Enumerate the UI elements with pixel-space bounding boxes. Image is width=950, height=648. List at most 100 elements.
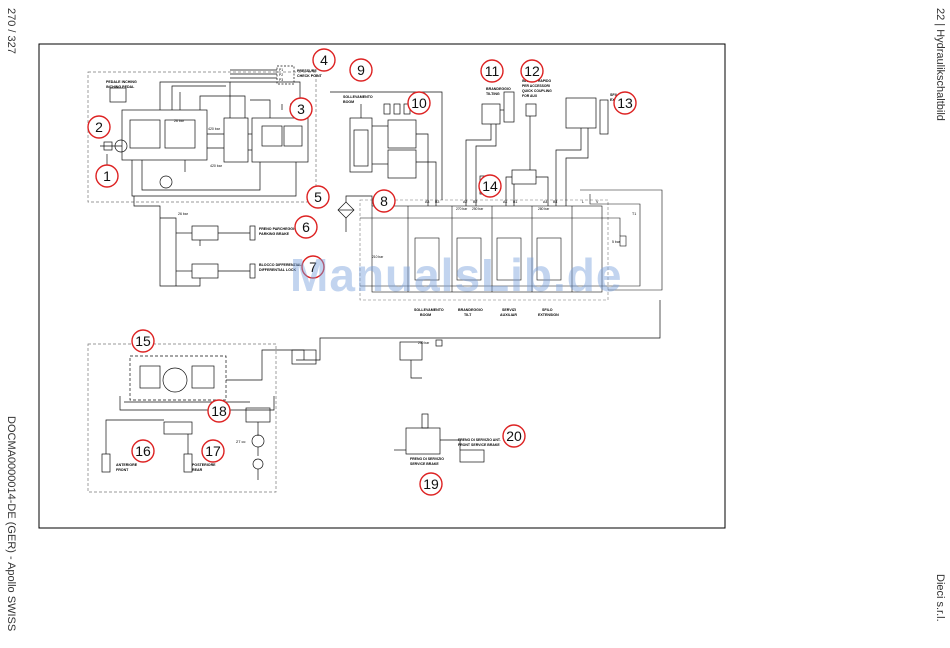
sec-ext-1: SFILO xyxy=(542,308,553,312)
sec-aux-1: SERVIZI xyxy=(502,308,516,312)
check-port-2: P2 xyxy=(279,73,283,77)
pedal-label-1: PEDALE INCHING xyxy=(106,80,137,84)
callout-circle-16 xyxy=(131,439,155,463)
sec-tilt-1: BRANDEGGIO xyxy=(458,308,483,312)
callout-number-2: 2 xyxy=(95,119,103,135)
callout-circle-18 xyxy=(207,399,231,423)
callout-number-13: 13 xyxy=(617,95,633,111)
callout-number-19: 19 xyxy=(423,476,439,492)
port-L: L xyxy=(582,200,584,204)
service-brake-1: FRENO DI SERVIZIO xyxy=(410,457,444,461)
parking-label-2: PARKING BRAKE xyxy=(259,232,290,236)
rear-axle-1: POSTERIORE xyxy=(192,463,216,467)
port-A2: A2 xyxy=(463,200,467,204)
front-axle-2: FRONT xyxy=(116,468,129,472)
sec-boom-1: SOLLEVAMENTO xyxy=(414,308,444,312)
check-port-1: P1 xyxy=(279,68,283,72)
pressure-210: 210 bar xyxy=(372,255,384,259)
main-control-valve xyxy=(359,189,663,301)
difflock-label-2: DIFFERENTIAL LOCK xyxy=(259,268,296,272)
inching-valve xyxy=(109,87,127,103)
boom-lift-label-2: BOOM xyxy=(343,100,354,104)
pressure-label-1: PRESSURE xyxy=(297,69,317,73)
callout-circle-3 xyxy=(289,97,313,121)
callout-circle-6 xyxy=(294,215,318,239)
port-A3: A3 xyxy=(425,200,429,204)
pressure-26: 26 bar xyxy=(174,119,185,123)
callout-number-4: 4 xyxy=(320,52,328,68)
callout-circle-2 xyxy=(87,115,111,139)
front-axle-1: ANTERIORE xyxy=(116,463,138,467)
boom-lift-block xyxy=(330,91,443,206)
aux-block xyxy=(505,103,549,206)
callout-number-12: 12 xyxy=(524,63,540,79)
filter-block xyxy=(337,195,373,232)
pressure-200: 200 bar xyxy=(418,341,430,345)
rear-axle-2: REAR xyxy=(192,468,203,472)
pressure-5: 5 bar xyxy=(612,240,621,244)
boom-lift-label-1: SOLLEVAMENTO xyxy=(343,95,373,99)
port-T1: T1 xyxy=(632,212,636,216)
drive-block xyxy=(87,71,317,203)
port-B1: B1 xyxy=(513,200,517,204)
brake-difflock-block xyxy=(133,196,256,287)
callout-circle-13 xyxy=(613,91,637,115)
callout-number-6: 6 xyxy=(302,219,310,235)
steering-block xyxy=(87,300,661,493)
service-brake-2: SERVICE BRAKE xyxy=(410,462,439,466)
check-port-3: P3 xyxy=(279,78,283,82)
port-A1: A1 xyxy=(503,200,507,204)
callout-number-16: 16 xyxy=(135,443,151,459)
callout-circle-12 xyxy=(520,59,544,83)
port-A4: A4 xyxy=(543,200,547,204)
pressure-420: 420 bar xyxy=(208,127,221,131)
pressure-250: 250 bar xyxy=(472,207,484,211)
callout-number-8: 8 xyxy=(380,193,388,209)
callout-circle-11 xyxy=(480,59,504,83)
callout-number-15: 15 xyxy=(135,333,151,349)
pressure-280: 280 bar xyxy=(538,207,550,211)
tilt-label-1: BRANDEGGIO xyxy=(486,87,511,91)
callout-circle-10 xyxy=(407,91,431,115)
ext-label-1: SFILO xyxy=(610,93,621,97)
callout-number-20: 20 xyxy=(506,428,522,444)
aux-label-2: PER ACCESSORI xyxy=(522,84,550,88)
front-service-brake-2: FRONT SERVICE BRAKE xyxy=(458,443,500,447)
callout-number-9: 9 xyxy=(357,62,365,78)
pedal-label-2: INCHING PEDAL xyxy=(106,85,135,89)
drive-dashed-frame xyxy=(87,71,317,203)
callout-number-11: 11 xyxy=(485,63,500,79)
callout-circle-19 xyxy=(419,472,443,496)
port-V: V xyxy=(596,200,599,204)
diagram-frame xyxy=(38,43,726,529)
pressure-420-b: 420 bar xyxy=(210,164,223,168)
tilt-label-2: TILTING xyxy=(486,92,500,96)
callout-number-17: 17 xyxy=(205,443,221,459)
callout-circle-1 xyxy=(95,164,119,188)
sec-boom-2: BOOM xyxy=(420,313,431,317)
callout-circle-17 xyxy=(201,439,225,463)
sec-aux-2: AUXILIAR xyxy=(500,313,517,317)
callout-number-18: 18 xyxy=(211,403,227,419)
front-service-brake-1: FRENO DI SERVIZIO ANT. xyxy=(458,438,501,442)
callout-circle-7 xyxy=(301,255,325,279)
port-B4: B4 xyxy=(553,200,557,204)
callout-number-5: 5 xyxy=(314,189,322,205)
callout-circle-9 xyxy=(349,58,373,82)
aux-label-4: FOR AUX xyxy=(522,94,538,98)
callout-number-14: 14 xyxy=(482,178,498,194)
callout-number-1: 1 xyxy=(103,168,111,184)
callout-number-3: 3 xyxy=(297,101,305,117)
hydrostatic-motor xyxy=(251,117,309,163)
motor-group xyxy=(223,117,249,163)
aux-label-3: QUICK COUPLING xyxy=(522,89,552,93)
pump-group xyxy=(121,109,208,161)
port-B2: B2 xyxy=(473,200,477,204)
callout-circle-15 xyxy=(131,329,155,353)
sec-ext-2: EXTENSION xyxy=(538,313,559,317)
parking-label-1: FRENO PARCHEGGIO xyxy=(259,227,297,231)
priority-valve xyxy=(291,339,443,379)
callout-circle-5 xyxy=(306,185,330,209)
